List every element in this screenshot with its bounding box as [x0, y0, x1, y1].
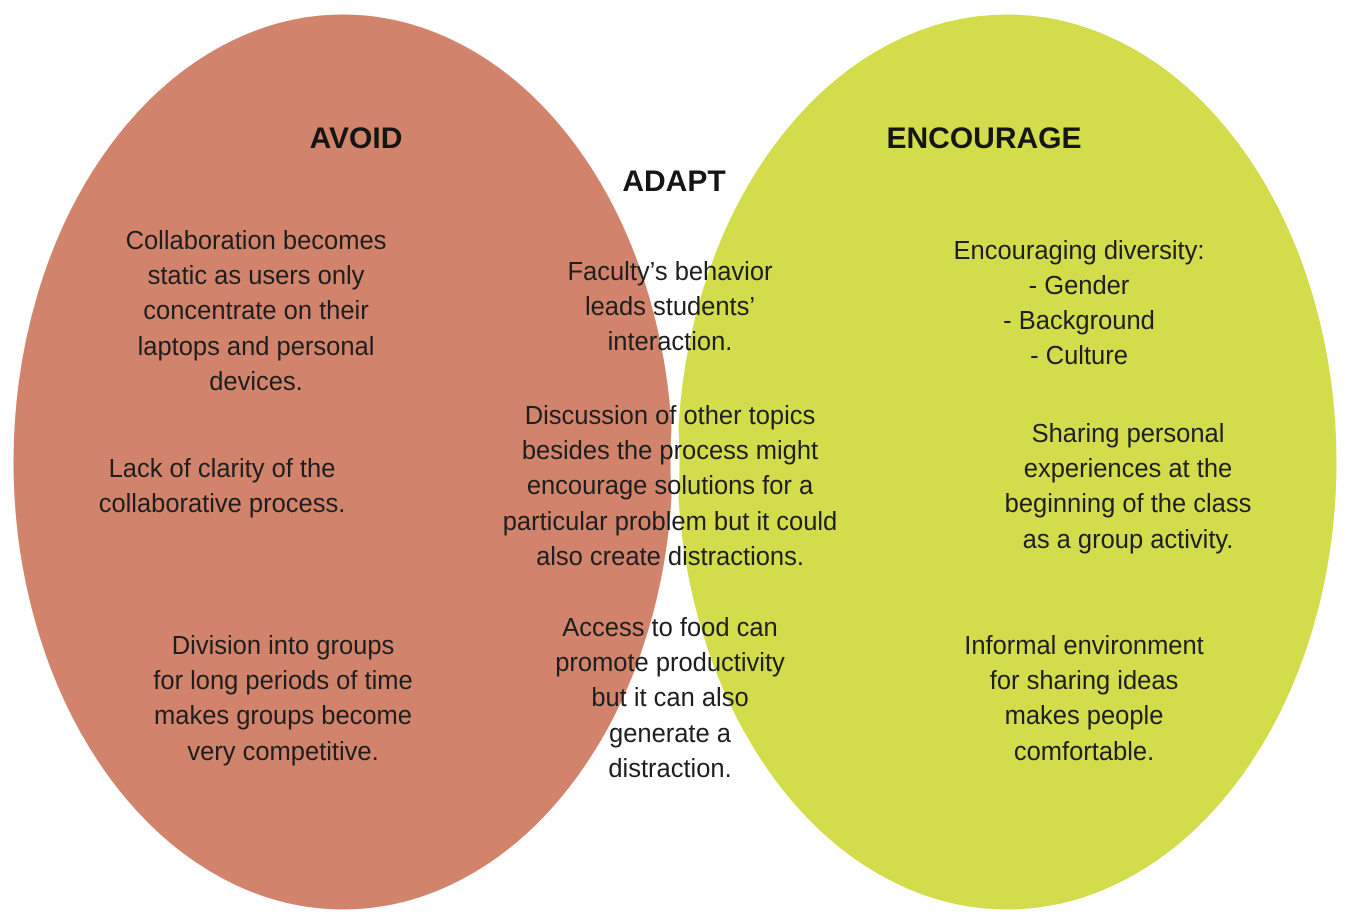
avoid-item-long-groups: Division into groups for long periods of…	[153, 632, 413, 766]
encourage-item-sharing-experiences: Sharing personal experiences at the begi…	[1004, 420, 1252, 554]
adapt-item-faculty-behavior: Faculty’s behavior leads students’ inter…	[567, 258, 773, 357]
encourage-heading: ENCOURAGE	[886, 122, 1082, 155]
avoid-item-static-collaboration: Collaboration becomes static as users on…	[125, 227, 387, 396]
adapt-heading: ADAPT	[622, 165, 726, 198]
encourage-item-informal-environment: Informal environment for sharing ideas m…	[964, 632, 1204, 766]
adapt-item-food-access: Access to food can promote productivity …	[555, 614, 785, 783]
avoid-item-lack-of-clarity: Lack of clarity of the collaborative pro…	[98, 455, 346, 519]
adapt-item-discussion-topics: Discussion of other topics besides the p…	[502, 402, 838, 571]
avoid-heading: AVOID	[309, 122, 403, 155]
avoid-circle	[10, 11, 676, 913]
encourage-circle	[674, 11, 1340, 913]
encourage-item-diversity: Encouraging diversity:	[953, 237, 1205, 265]
encourage-diversity-list: - Gender - Background - Culture	[1003, 272, 1155, 371]
overlap-outline	[6, 7, 1344, 917]
